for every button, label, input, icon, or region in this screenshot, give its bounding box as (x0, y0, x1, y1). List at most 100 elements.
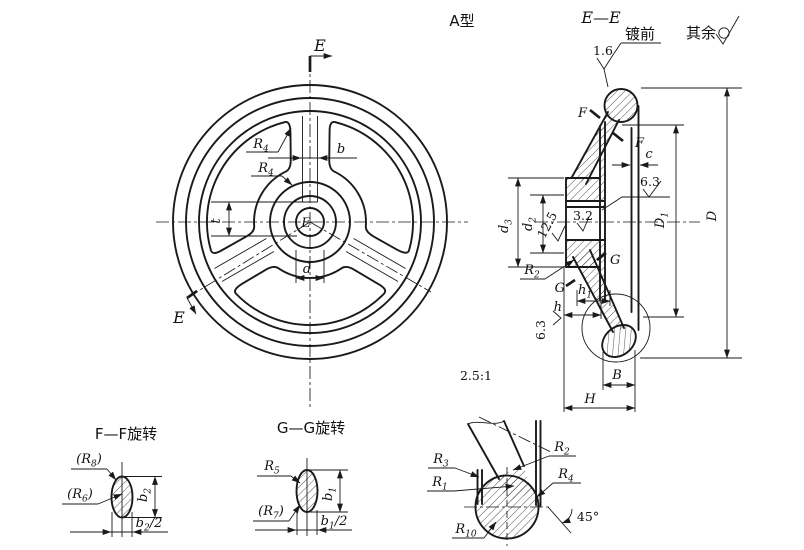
dim-b1: b1 (309, 469, 348, 513)
spoke-right-inner-lines (214, 238, 275, 282)
dim-c: c (612, 147, 658, 168)
rim-outer-circle (172, 84, 448, 360)
ff-title: F—F旋转 (95, 425, 157, 443)
bore-circle (295, 207, 325, 237)
svg-text:D: D (705, 210, 720, 222)
svg-text:b1: b1 (321, 487, 339, 501)
cut-letter-f1: F (577, 106, 588, 121)
plating-note: 镀前 (625, 25, 655, 43)
svg-text:b1/2: b1/2 (321, 514, 348, 532)
roughness-bore: 3.2 (573, 208, 593, 232)
section-arrow-top: E (308, 36, 333, 72)
hub-letter: E (300, 216, 311, 231)
ff-r-inner-label: (R6) (62, 487, 123, 505)
svg-text:h: h (554, 300, 562, 315)
fillet-label-upper: R4 (246, 127, 292, 155)
ff-rotated-section: F—F旋转 (R8) (R6) b2 b2/2 (62, 425, 168, 537)
type-label: A型 (449, 12, 474, 30)
svg-text:6.3: 6.3 (533, 320, 548, 340)
section-letter-top: E (313, 36, 326, 55)
roughness-face: 12.5 (534, 209, 566, 242)
spoke-section-top (571, 111, 620, 185)
ff-spoke-section (110, 475, 134, 519)
hub-fillet-label: R2 (520, 259, 575, 281)
svg-text:d3: d3 (497, 219, 515, 233)
dim-h1: h1 (576, 283, 611, 306)
detail-label-r4: R4 (536, 467, 581, 498)
gg-r-outer-label: R5 (257, 459, 301, 484)
hub-outer-circle (269, 181, 351, 263)
detail-label-r1: R1 (427, 475, 515, 493)
svg-text:R5: R5 (263, 459, 280, 477)
dim-b2-half: b2/2 (70, 512, 168, 537)
centerline-spoke-right (309, 221, 432, 293)
svg-text:R1: R1 (431, 475, 448, 493)
cut-letter-f2: F (634, 136, 645, 151)
detail-spoke-edge-left (467, 423, 500, 480)
dim-b1-half: b1/2 (255, 510, 352, 535)
svg-text:c: c (645, 147, 653, 162)
cut-gg: G G (555, 251, 620, 296)
detail-chamfer-angle: 45° (547, 506, 599, 534)
rim-middle-circle (185, 97, 435, 347)
svg-text:b: b (337, 142, 345, 157)
cut-letter-g2: G (555, 281, 565, 296)
section-arrow-bottom: E (172, 289, 198, 327)
detail-label-r10: R10 (452, 521, 497, 540)
web-opening (234, 266, 387, 327)
svg-text:R2: R2 (523, 263, 540, 281)
dim-D1: D1 (622, 124, 684, 318)
dim-t: t (209, 201, 304, 237)
dim-D: D (640, 87, 742, 359)
others-label: 其余 (686, 24, 716, 42)
roughness-check-symbol (715, 15, 740, 45)
rim-section-top (603, 88, 639, 123)
svg-text:R4: R4 (557, 467, 574, 485)
svg-text:R2: R2 (553, 440, 570, 458)
svg-text:R3: R3 (432, 452, 449, 470)
dim-b2: b2 (124, 476, 162, 518)
svg-text:(R7): (R7) (258, 504, 284, 522)
rim-inner-circle (198, 110, 422, 334)
svg-text:(R8): (R8) (76, 452, 102, 470)
svg-text:12.5: 12.5 (534, 209, 560, 241)
gg-rotated-section: G—G旋转 R5 (R7) b1 b1/2 (253, 419, 352, 536)
roughness-rim: 6.3 (601, 174, 670, 211)
dim-h: h (554, 267, 602, 412)
detail-scale-label: 2.5:1 (460, 368, 492, 383)
svg-text:R4: R4 (252, 137, 269, 155)
cut-letter-g1: G (610, 253, 620, 268)
svg-text:R10: R10 (454, 522, 477, 540)
svg-text:h1: h1 (578, 283, 592, 301)
dim-d: d (295, 250, 325, 283)
spoke-break-line (467, 420, 505, 425)
svg-text:b2/2: b2/2 (136, 516, 163, 534)
plating-roughness-value: 1.6 (593, 43, 613, 58)
svg-text:B: B (611, 368, 622, 383)
dim-b: b (268, 142, 357, 161)
section-letter-bottom: E (172, 308, 185, 327)
front-view: E E E R4 R4 b t (156, 36, 468, 410)
dim-H: H (563, 392, 636, 411)
cutting-line-e (186, 221, 311, 299)
cut-ff: F F (577, 106, 645, 151)
dim-B: B (602, 350, 636, 412)
svg-text:45°: 45° (577, 509, 599, 524)
ff-r-outer-label: (R8) (71, 452, 117, 481)
rim-section-bottom (601, 324, 637, 358)
svg-text:(R6): (R6) (67, 487, 93, 505)
hub-step-circle (283, 195, 337, 249)
web-openings (182, 104, 438, 327)
spoke-section-bottom (572, 249, 625, 333)
svg-text:t: t (209, 218, 224, 224)
section-view-ee: F F G G c 6.3 d3 (497, 87, 742, 412)
dim-d2: d2 (521, 194, 564, 254)
svg-text:b2: b2 (136, 488, 154, 502)
svg-text:6.3: 6.3 (640, 174, 660, 189)
detail-label-r3: R3 (428, 452, 480, 478)
svg-text:D1: D1 (653, 212, 671, 229)
svg-text:d: d (303, 262, 311, 277)
spoke-left-inner-lines (345, 238, 406, 282)
